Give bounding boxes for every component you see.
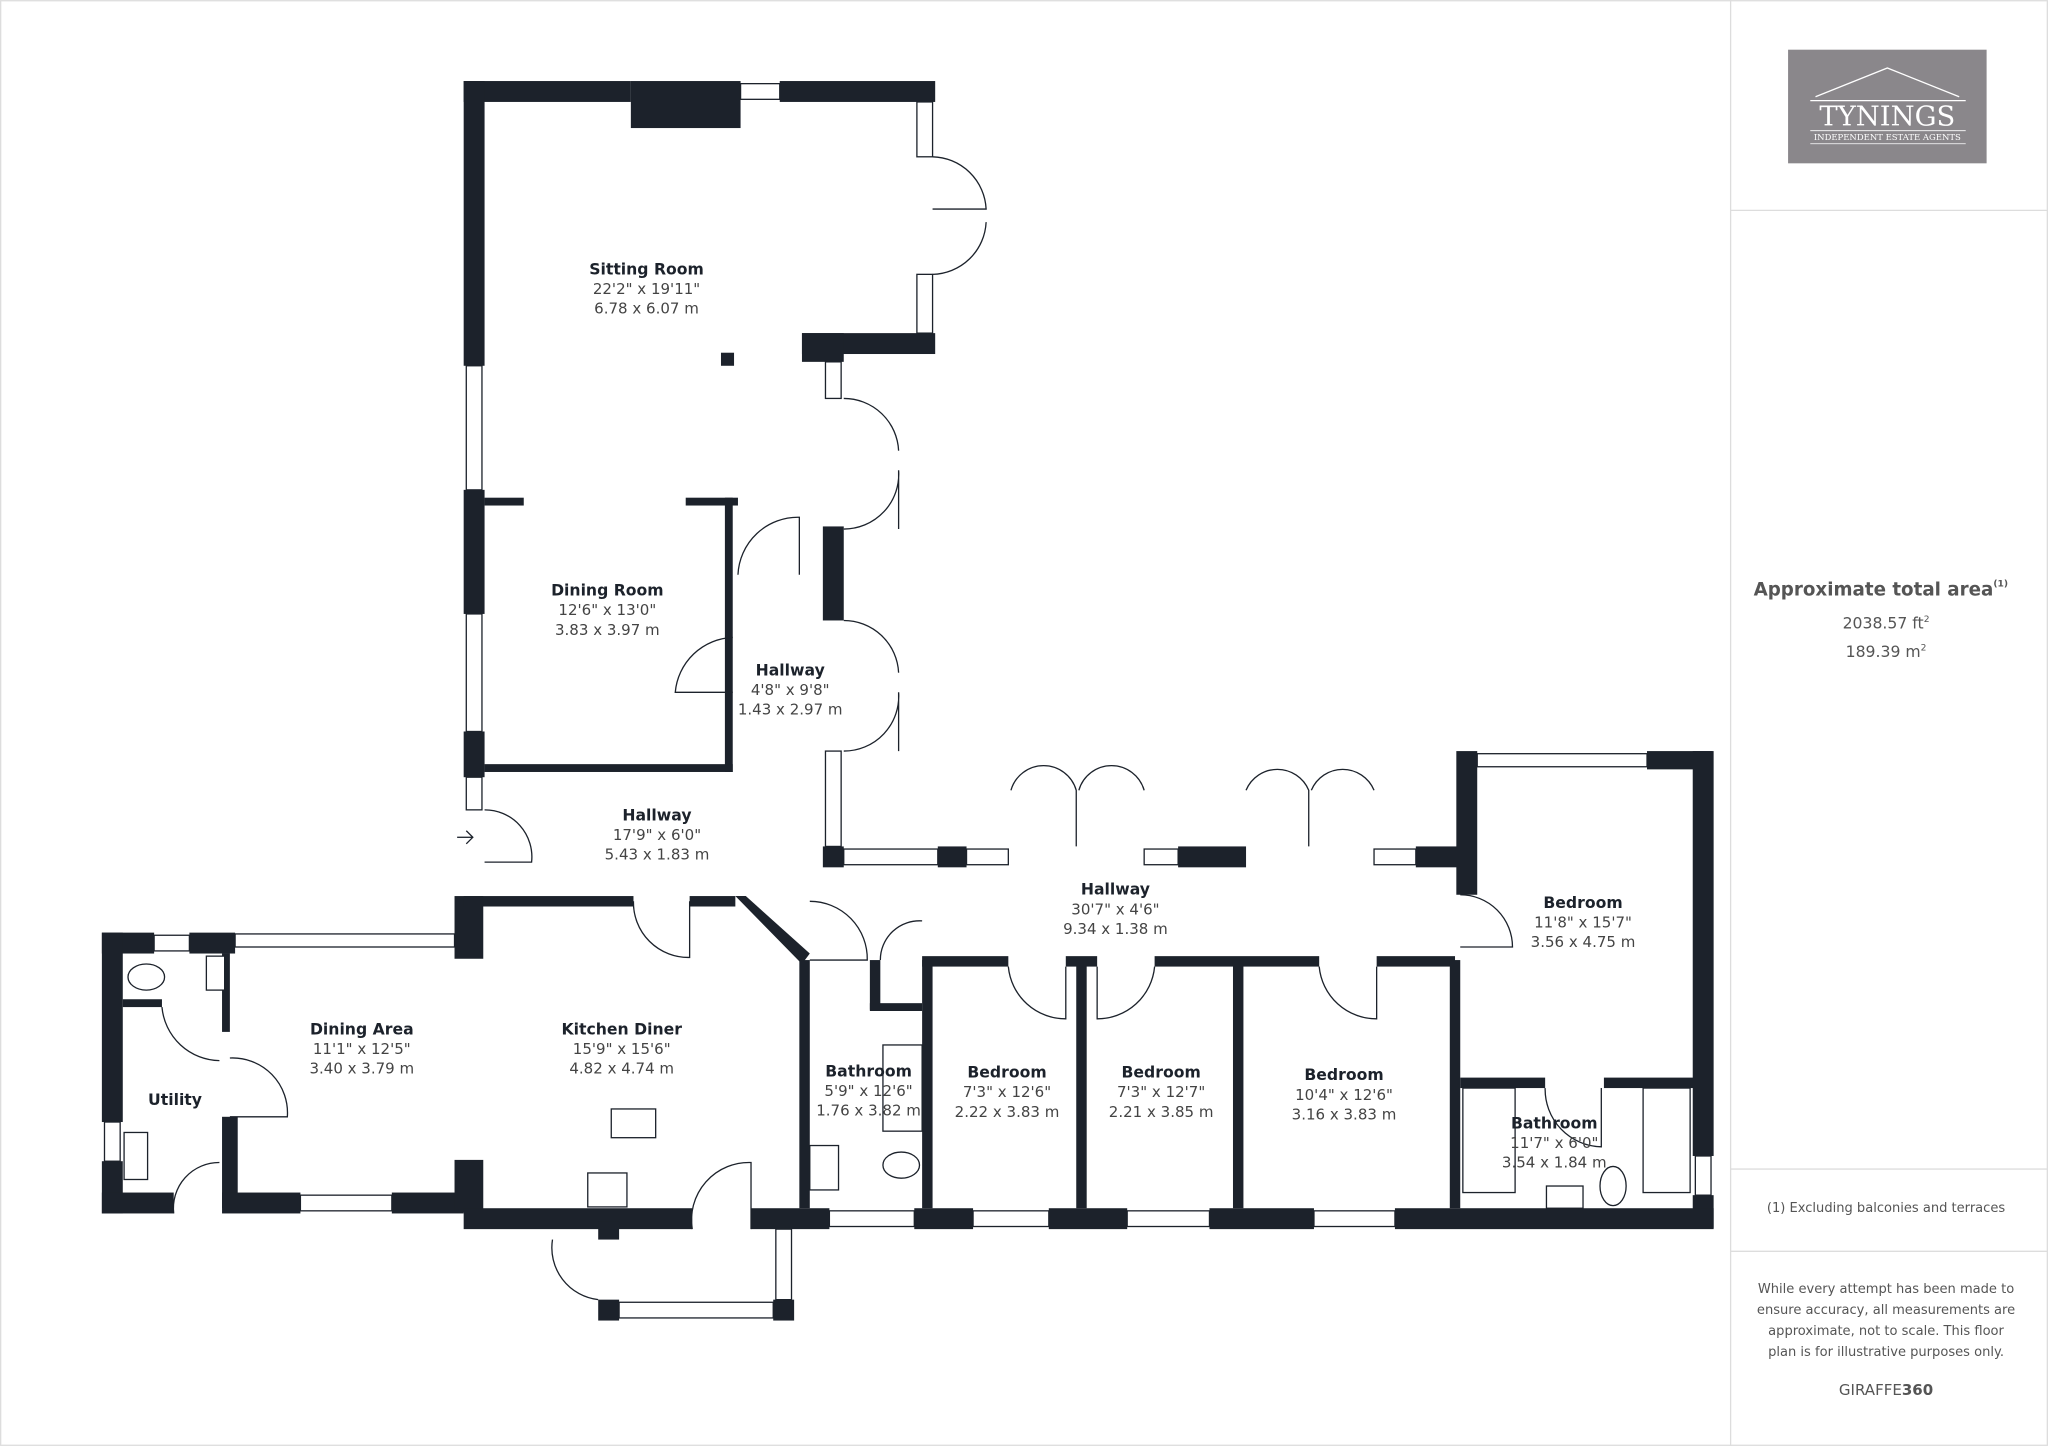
tynings-logo: TYNINGS INDEPENDENT ESTATE AGENTS bbox=[1788, 49, 1987, 164]
area-sqm: 189.39 m2 bbox=[1846, 642, 1927, 661]
svg-text:Hallway: Hallway bbox=[622, 805, 691, 824]
doors bbox=[161, 156, 1602, 1301]
svg-text:15'9" x 15'6": 15'9" x 15'6" bbox=[573, 1040, 671, 1058]
svg-text:11'7" x 6'0": 11'7" x 6'0" bbox=[1510, 1134, 1598, 1152]
svg-text:2.21 x 3.85 m: 2.21 x 3.85 m bbox=[1109, 1103, 1214, 1121]
svg-text:ensure accuracy, all measureme: ensure accuracy, all measurements are bbox=[1757, 1303, 2015, 1318]
toilet-icon bbox=[127, 963, 166, 991]
svg-text:plan is for illustrative purpo: plan is for illustrative purposes only. bbox=[1768, 1345, 2004, 1360]
sink-icon bbox=[809, 1144, 840, 1191]
toilet-icon bbox=[1599, 1165, 1627, 1207]
room-label-bathroom: Bathroom 5'9" x 12'6"1.76 x 3.82 m bbox=[816, 1061, 921, 1119]
svg-text:1.43 x 2.97 m: 1.43 x 2.97 m bbox=[738, 701, 843, 719]
area-sqft: 2038.57 ft2 bbox=[1843, 613, 1930, 632]
shower-icon bbox=[1462, 1087, 1516, 1194]
room-label-hallway: Hallway 4'8" x 9'8" 1.43 x 2.97 m bbox=[738, 660, 843, 718]
svg-text:Sitting Room: Sitting Room bbox=[589, 259, 704, 278]
sink-icon bbox=[123, 1131, 149, 1181]
giraffe360-logo: GIRAFFE360 bbox=[1839, 1381, 1933, 1399]
kitchen-sink-icon bbox=[610, 1108, 657, 1139]
svg-text:Bedroom: Bedroom bbox=[967, 1063, 1046, 1082]
hob-icon bbox=[587, 1172, 628, 1208]
room-label-bedroom: Bedroom 10'4" x 12'6"3.16 x 3.83 m bbox=[1292, 1065, 1397, 1123]
svg-text:4.82 x 4.74 m: 4.82 x 4.74 m bbox=[569, 1060, 674, 1078]
svg-text:Utility: Utility bbox=[148, 1090, 202, 1109]
fixtures bbox=[123, 955, 1691, 1209]
svg-text:Dining Area: Dining Area bbox=[310, 1020, 414, 1039]
svg-text:5'9" x 12'6": 5'9" x 12'6" bbox=[824, 1082, 912, 1100]
room-label-sitting-room: Sitting Room 22'2" x 19'11" 6.78 x 6.07 m bbox=[589, 259, 704, 317]
svg-text:3.83 x 3.97 m: 3.83 x 3.97 m bbox=[555, 621, 660, 639]
svg-text:12'6" x 13'0": 12'6" x 13'0" bbox=[558, 601, 656, 619]
footnote: (1) Excluding balconies and terraces bbox=[1767, 1201, 2005, 1216]
room-label-hallway: Hallway 17'9" x 6'0"5.43 x 1.83 m bbox=[605, 805, 710, 863]
svg-text:4'8" x 9'8": 4'8" x 9'8" bbox=[751, 681, 830, 699]
svg-text:Bathroom: Bathroom bbox=[825, 1061, 912, 1080]
sink-icon bbox=[205, 955, 226, 991]
svg-text:22'2" x 19'11": 22'2" x 19'11" bbox=[593, 280, 700, 298]
svg-text:3.54 x 1.84 m: 3.54 x 1.84 m bbox=[1502, 1154, 1607, 1172]
svg-text:TYNINGS: TYNINGS bbox=[1819, 101, 1955, 132]
shower-icon bbox=[1642, 1087, 1691, 1194]
disclaimer: While every attempt has been made to ens… bbox=[1757, 1282, 2015, 1360]
svg-text:Hallway: Hallway bbox=[756, 660, 825, 679]
svg-text:Bathroom: Bathroom bbox=[1511, 1114, 1598, 1133]
svg-text:3.40 x 3.79 m: 3.40 x 3.79 m bbox=[309, 1060, 414, 1078]
walls bbox=[101, 81, 1714, 1321]
svg-text:Kitchen Diner: Kitchen Diner bbox=[561, 1020, 682, 1039]
svg-text:INDEPENDENT ESTATE AGENTS: INDEPENDENT ESTATE AGENTS bbox=[1814, 132, 1961, 142]
svg-text:11'8" x 15'7": 11'8" x 15'7" bbox=[1534, 913, 1632, 931]
svg-text:10'4" x 12'6": 10'4" x 12'6" bbox=[1295, 1086, 1393, 1104]
svg-text:While every attempt has been m: While every attempt has been made to bbox=[1758, 1282, 2014, 1297]
svg-text:7'3" x 12'7": 7'3" x 12'7" bbox=[1117, 1083, 1205, 1101]
svg-text:3.56 x 4.75 m: 3.56 x 4.75 m bbox=[1531, 933, 1636, 951]
svg-text:9.34 x 1.38 m: 9.34 x 1.38 m bbox=[1063, 920, 1168, 938]
toilet-icon bbox=[882, 1151, 921, 1179]
svg-text:6.78 x 6.07 m: 6.78 x 6.07 m bbox=[594, 300, 699, 318]
svg-text:approximate, not to scale. Thi: approximate, not to scale. This floor bbox=[1768, 1324, 2004, 1339]
svg-text:Bedroom: Bedroom bbox=[1121, 1063, 1200, 1082]
svg-text:Bedroom: Bedroom bbox=[1543, 893, 1622, 912]
svg-text:1.76 x 3.82 m: 1.76 x 3.82 m bbox=[816, 1101, 921, 1119]
svg-text:Hallway: Hallway bbox=[1081, 880, 1150, 899]
svg-text:Dining Room: Dining Room bbox=[551, 581, 664, 600]
room-label-utility: Utility bbox=[148, 1090, 202, 1109]
svg-text:7'3" x 12'6": 7'3" x 12'6" bbox=[963, 1083, 1051, 1101]
area-title: Approximate total area(1) bbox=[1754, 580, 2008, 601]
bath-icon bbox=[882, 1044, 923, 1132]
svg-text:2.22 x 3.83 m: 2.22 x 3.83 m bbox=[955, 1103, 1060, 1121]
svg-text:Bedroom: Bedroom bbox=[1304, 1065, 1383, 1084]
svg-text:17'9" x 6'0": 17'9" x 6'0" bbox=[613, 826, 701, 844]
svg-text:30'7" x 4'6": 30'7" x 4'6" bbox=[1071, 900, 1159, 918]
svg-text:5.43 x 1.83 m: 5.43 x 1.83 m bbox=[605, 845, 710, 863]
sink-icon bbox=[1545, 1185, 1584, 1209]
svg-text:3.16 x 3.83 m: 3.16 x 3.83 m bbox=[1292, 1105, 1397, 1123]
svg-text:11'1" x 12'5": 11'1" x 12'5" bbox=[313, 1040, 411, 1058]
